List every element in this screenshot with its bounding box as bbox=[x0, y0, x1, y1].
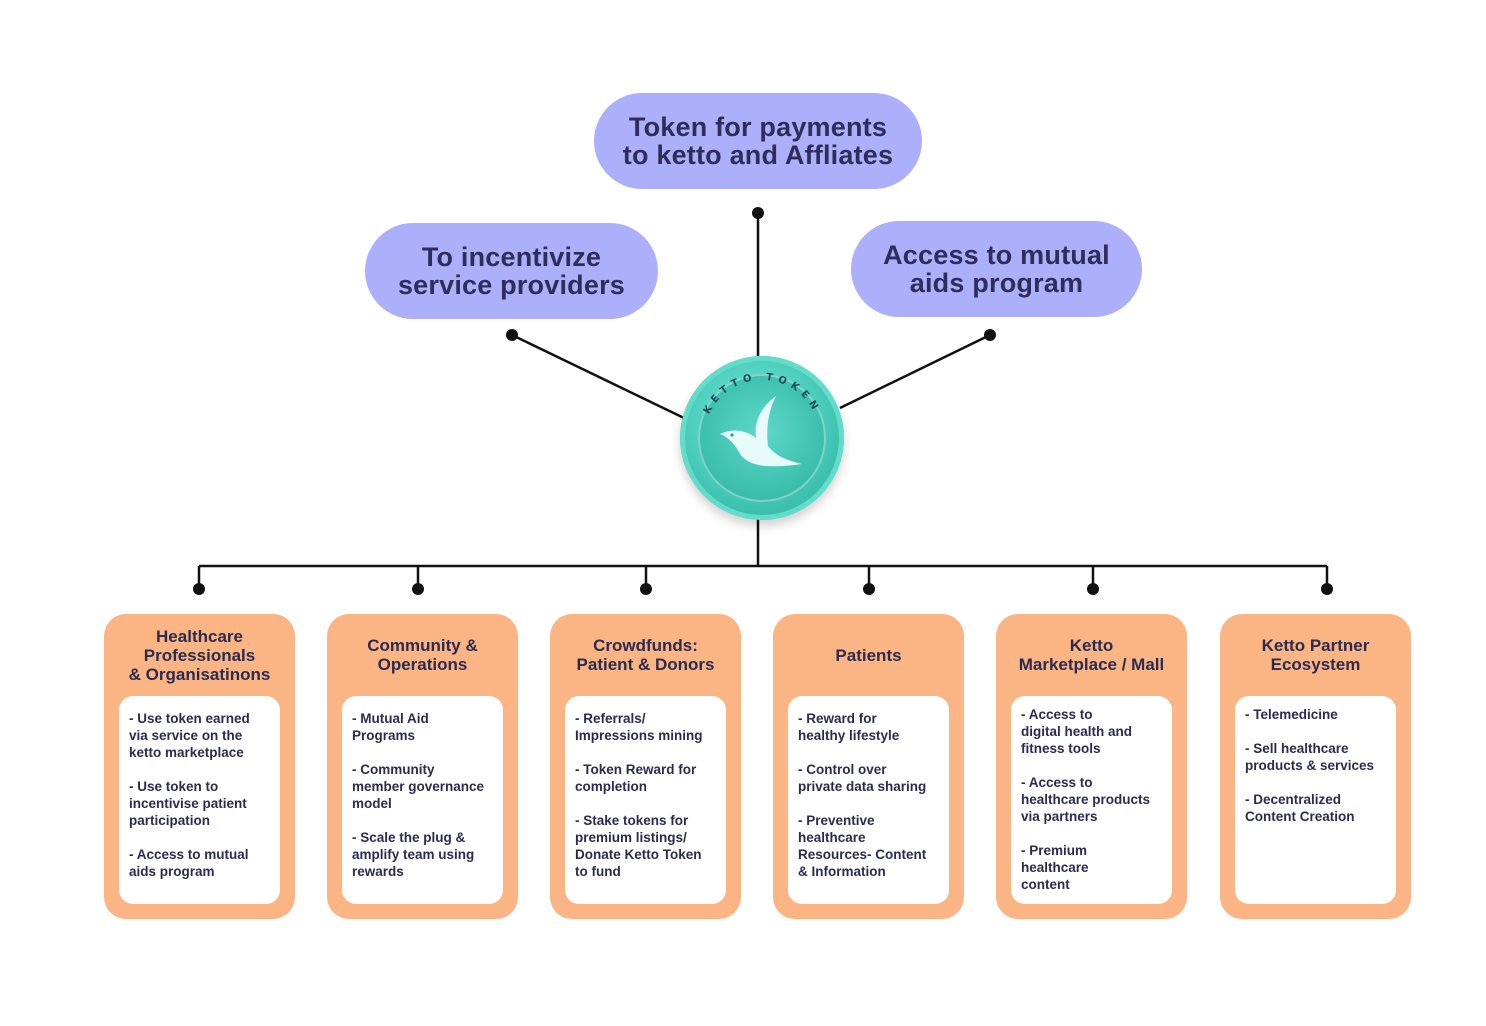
connector-right bbox=[839, 333, 991, 410]
card-title: Crowdfunds: Patient & Donors bbox=[576, 636, 715, 674]
card-community-operations: Community & Operations - Mutual Aid Prog… bbox=[327, 614, 518, 919]
connector-dot-2 bbox=[412, 583, 424, 595]
list-item: - Decentralized Content Creation bbox=[1245, 792, 1355, 824]
card-healthcare-professionals: Healthcare Professionals & Organisatinon… bbox=[104, 614, 295, 919]
card-ketto-partner-ecosystem: Ketto Partner Ecosystem - Telemedicine -… bbox=[1220, 614, 1411, 919]
connector-dot-left bbox=[506, 329, 518, 341]
list-item: - Premium healthcare content bbox=[1021, 843, 1089, 892]
list-item: - Use token earned via service on the ke… bbox=[129, 711, 250, 760]
list-item: - Telemedicine bbox=[1245, 707, 1338, 722]
connector-dot-5 bbox=[1087, 583, 1099, 595]
card-body: - Mutual Aid Programs - Community member… bbox=[342, 696, 503, 904]
connector-dot-right bbox=[984, 329, 996, 341]
connector-dot-6 bbox=[1321, 583, 1333, 595]
list-item: - Referrals/ Impressions mining bbox=[575, 711, 703, 743]
list-item: - Access to mutual aids program bbox=[129, 847, 249, 879]
node-token-payments: Token for payments to ketto and Affliate… bbox=[594, 93, 922, 189]
card-title: Healthcare Professionals & Organisatinon… bbox=[128, 626, 271, 684]
card-title: Ketto Partner Ecosystem bbox=[1261, 636, 1370, 674]
connector-dot-3 bbox=[640, 583, 652, 595]
card-body: - Referrals/ Impressions mining - Token … bbox=[565, 696, 726, 904]
list-item: - Stake tokens for premium listings/ Don… bbox=[575, 813, 702, 879]
card-title: Ketto Marketplace / Mall bbox=[1018, 636, 1165, 674]
list-item: - Access to digital health and fitness t… bbox=[1021, 707, 1133, 756]
list-item: - Mutual Aid Programs bbox=[352, 711, 429, 743]
card-body: - Use token earned via service on the ke… bbox=[119, 696, 280, 904]
list-item: - Preventive healthcare Resources- Conte… bbox=[798, 813, 927, 879]
list-item: - Reward for healthy lifestyle bbox=[798, 711, 900, 743]
list-item: - Community member governance model bbox=[352, 762, 485, 811]
list-item: - Access to healthcare products via part… bbox=[1021, 775, 1151, 824]
node-mutual-aids-access: Access to mutual aids program bbox=[851, 221, 1142, 317]
card-body: - Telemedicine - Sell healthcare product… bbox=[1235, 696, 1396, 904]
coin-ring-text: KETTO TOKEN bbox=[702, 372, 823, 416]
list-item: - Sell healthcare products & services bbox=[1245, 741, 1375, 773]
card-ketto-marketplace: Ketto Marketplace / Mall - Access to dig… bbox=[996, 614, 1187, 919]
card-body: - Access to digital health and fitness t… bbox=[1011, 696, 1172, 904]
bird-icon bbox=[720, 396, 802, 467]
ketto-token-coin: KETTO TOKEN bbox=[680, 356, 844, 520]
list-item: - Control over private data sharing bbox=[798, 762, 927, 794]
node-incentivize-providers: To incentivize service providers bbox=[365, 223, 658, 319]
connector-dot-top bbox=[752, 207, 764, 219]
card-body: - Reward for healthy lifestyle - Control… bbox=[788, 696, 949, 904]
list-item: - Scale the plug & amplify team using re… bbox=[352, 830, 475, 879]
card-patients: Patients - Reward for healthy lifestyle … bbox=[773, 614, 964, 919]
list-item: - Use token to incentivise patient parti… bbox=[129, 779, 247, 828]
connector-left bbox=[511, 333, 685, 420]
card-crowdfunds: Crowdfunds: Patient & Donors - Referrals… bbox=[550, 614, 741, 919]
card-title: Patients bbox=[835, 645, 902, 665]
connector-dot-1 bbox=[193, 583, 205, 595]
card-title: Community & Operations bbox=[367, 636, 478, 674]
list-item: - Token Reward for completion bbox=[575, 762, 697, 794]
connector-dot-4 bbox=[863, 583, 875, 595]
